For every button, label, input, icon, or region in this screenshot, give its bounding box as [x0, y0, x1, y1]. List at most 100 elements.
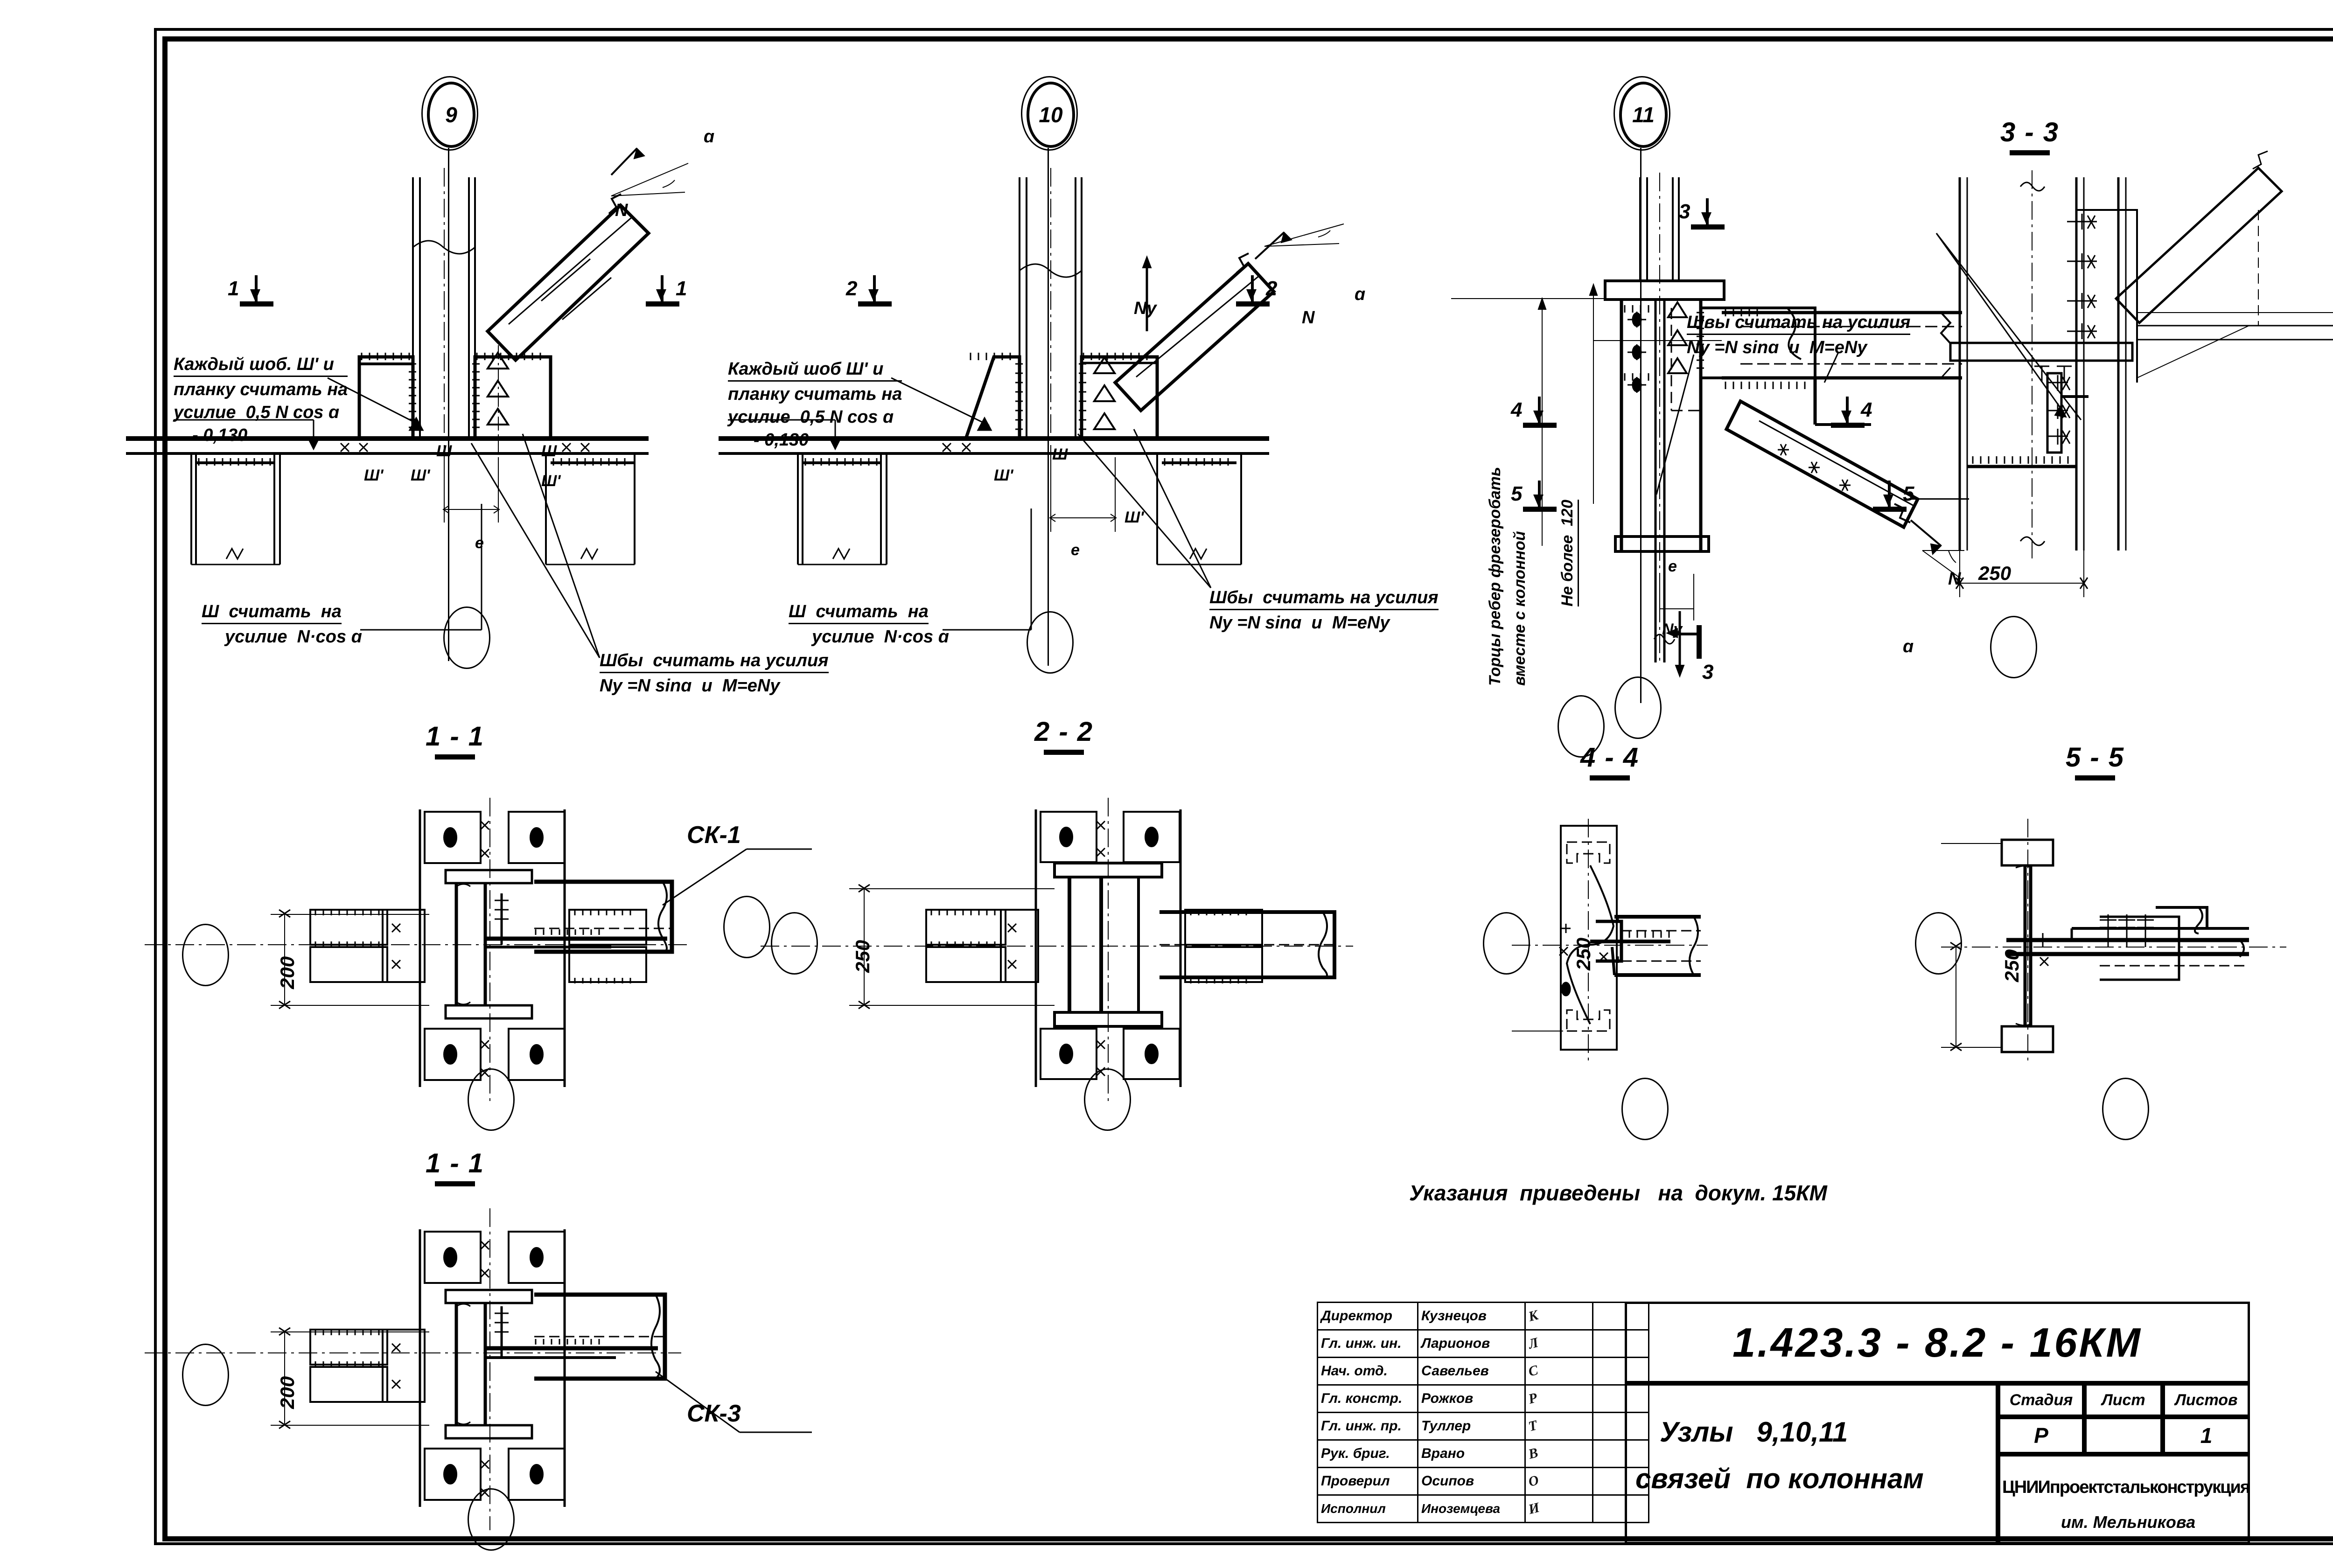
signature-date — [1592, 1467, 1649, 1496]
node-11-callout-welds-leader — [1655, 352, 1839, 495]
section-mark-2-left-label: 2 — [846, 277, 858, 300]
node-10-callout-welds: Шбы считать на усилия Ny =N sinɑ и M=eNy — [1209, 588, 1439, 633]
section-1-1-bottom-dimension: 200 — [276, 1376, 298, 1409]
section-3-3-geometry — [1935, 150, 2333, 597]
sheet-header-label: Лист — [2102, 1391, 2145, 1409]
signatory-name: Савельев — [1417, 1357, 1526, 1386]
title-block-sheet-value — [2084, 1417, 2163, 1454]
node-10-callout-weld-ш: Ш считать на усилие N·cos ɑ — [789, 602, 949, 647]
signature-mark: С — [1527, 1362, 1540, 1380]
section-mark-5-right-label: 5 — [1903, 482, 1914, 505]
section-1-1-top-circle-bottom — [468, 1068, 515, 1131]
section-5-5-circle-bottom — [2102, 1078, 2149, 1140]
general-note: Указания приведены на докум. 15КМ — [1409, 1181, 1827, 1205]
signature-mark: Л — [1527, 1335, 1540, 1352]
section-heading-2-2: 2 - 2 — [1008, 716, 1120, 755]
node-9-callout-top-line2: планку считать на — [174, 380, 348, 399]
signatory-role: Проверил — [1317, 1467, 1418, 1496]
node-bubble-10-ring — [1021, 76, 1078, 151]
signatory-name: Кузнецов — [1417, 1302, 1526, 1331]
node-9-callout-weld-plate: Каждый шоб. Ш' и планку считать на усили… — [174, 355, 348, 445]
signature-mark: Т — [1527, 1417, 1539, 1435]
title-block-signatories: Директор Кузнецов К Гл. инж. ин. Ларионо… — [1317, 1302, 1649, 1523]
node-10-callout-top-line2: планку считать на — [728, 384, 902, 404]
signature-date — [1592, 1439, 1649, 1468]
node-11-vertical-note-2: вместе с колонной — [1511, 531, 1529, 686]
section-heading-1-1-bottom-label: 1 - 1 — [425, 1148, 485, 1178]
sheets-header-label: Листов — [2175, 1391, 2238, 1409]
signatory-role: Директор — [1317, 1302, 1418, 1331]
title-block: Директор Кузнецов К Гл. инж. ин. Ларионо… — [1317, 1302, 2333, 1544]
node-9-callout-welds-line1: Шбы считать на усилия — [600, 651, 829, 673]
section-1-1-bottom-geometry — [145, 1208, 812, 1530]
node-10-force-label: N — [1302, 308, 1315, 328]
sheet-border-inner — [162, 36, 2333, 1541]
stage-value: Р — [2034, 1423, 2048, 1448]
title-block-sheets-header: Листов — [2163, 1383, 2250, 1417]
table-row: Гл. констр. Рожков Р — [1317, 1384, 1649, 1413]
sheets-value: 1 — [2200, 1423, 2213, 1448]
node-9-eccentricity-label: e — [475, 534, 484, 552]
drawing-title-line1: Узлы 9,10,11 — [1660, 1416, 1848, 1448]
signatory-role: Исполнил — [1317, 1494, 1418, 1523]
title-block-sheets-value: 1 — [2163, 1417, 2250, 1454]
node-10-geometry — [719, 168, 1344, 565]
node-11-detail-circle — [1614, 676, 1662, 739]
signatory-name: Рожков — [1417, 1384, 1526, 1413]
table-row: Нач. отд. Савельев С — [1317, 1357, 1649, 1386]
section-1-1-bottom-part-label: СК-3 — [687, 1400, 741, 1427]
section-1-1-top-dimension: 200 — [276, 956, 298, 989]
signature-date — [1592, 1412, 1649, 1441]
node-bubble-9-ring — [421, 76, 478, 151]
section-2-2-dimension: 250 — [852, 940, 873, 973]
section-3-3-dimension: 250 — [1978, 562, 2012, 584]
table-row: Рук. бриг. Врано В — [1317, 1439, 1649, 1468]
node-10-callout-bottom-line1: Ш считать на — [789, 602, 929, 624]
node-11-force-y-label: Ny — [1662, 620, 1683, 638]
signatory-name: Осипов — [1417, 1467, 1526, 1496]
node-9-callout-bottom-line2: усилие N·cos ɑ — [225, 627, 362, 647]
section-mark-4-left-label: 4 — [1511, 398, 1523, 421]
signature-date — [1592, 1302, 1649, 1331]
node-10-eccentricity-label: e — [1071, 541, 1080, 559]
title-block-sheet-header: Лист — [2084, 1383, 2163, 1417]
table-row: Проверил Осипов О — [1317, 1467, 1649, 1496]
section-heading-1-1-top: 1 - 1 — [399, 721, 511, 760]
signature-mark: Р — [1527, 1390, 1539, 1407]
signatory-name: Туллер — [1417, 1412, 1526, 1441]
signature-mark: О — [1527, 1472, 1541, 1490]
signatory-role: Гл. инж. ин. — [1317, 1329, 1418, 1358]
node-bubble-11-ring — [1614, 76, 1670, 151]
table-row: Гл. инж. пр. Туллер Т — [1317, 1412, 1649, 1441]
node-10-weld-w-1: Ш — [1052, 446, 1068, 463]
signature-mark: И — [1527, 1499, 1541, 1518]
section-4-4-geometry — [1512, 819, 1708, 1064]
node-9-callout-welds: Шбы считать на усилия Ny =N sinɑ и M=eNy — [600, 651, 829, 696]
node-9-callout-welds-line2: Ny =N sinɑ и M=eNy — [600, 676, 780, 696]
section-mark-3-bottom-label: 3 — [1702, 661, 1714, 683]
node-9-force-label: N — [615, 201, 628, 220]
title-block-stage-value: Р — [1998, 1417, 2084, 1454]
node-9-callout-top-line1: Каждый шоб. Ш' и — [174, 355, 348, 377]
node-9-geometry — [126, 147, 689, 565]
node-9-weld-w-1: Ш — [436, 442, 452, 460]
section-5-5-circle-left — [1915, 912, 1962, 975]
node-10-detail-circle — [1027, 611, 1074, 674]
node-10-callout-top-line1: Каждый шоб Ш' и — [728, 359, 902, 382]
node-10-leader — [1048, 148, 1049, 666]
node-10-callout-top-line4: - 0,130 — [754, 430, 809, 450]
node-11-geometry — [1451, 173, 1964, 678]
organization-line2: им. Мельникова — [2061, 1512, 2196, 1532]
node-9-callout-top-leader — [174, 377, 424, 451]
section-mark-5-left-label: 5 — [1511, 482, 1523, 505]
section-2-2-circle-bottom — [1084, 1068, 1131, 1131]
node-10-callout-bottom-line2: усилие N·cos ɑ — [812, 627, 949, 647]
node-11-eccentricity-label: e — [1668, 558, 1677, 575]
node-10-callout-welds-line1: Шбы считать на усилия — [1209, 588, 1439, 610]
drawing-title-line2: связей по колоннам — [1635, 1463, 1924, 1494]
section-mark-2-right-label: 2 — [1266, 277, 1278, 300]
stage-header-label: Стадия — [2009, 1391, 2073, 1409]
title-block-number-cell: 1.423.3 - 8.2 - 16КМ — [1625, 1302, 2250, 1383]
node-10-force-y-label: Ny — [1134, 299, 1157, 318]
